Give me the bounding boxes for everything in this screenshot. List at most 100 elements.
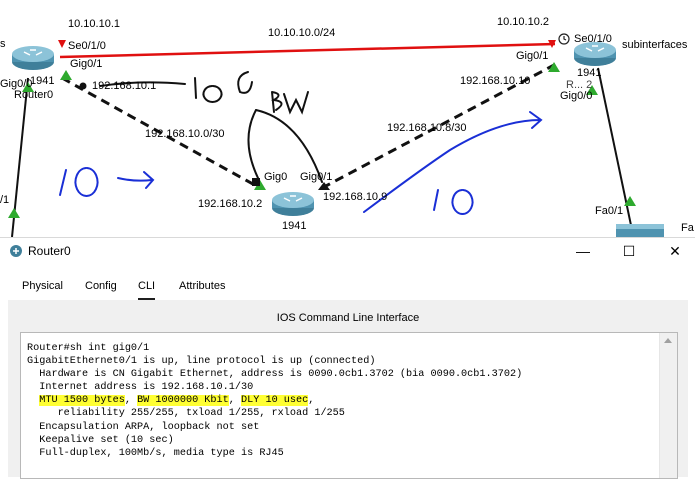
router0-model: 1941 xyxy=(30,75,55,87)
right-router-gig00-label: Gig0/0 xyxy=(560,90,593,102)
title-bar[interactable]: Router0 — ☐ ✕ xyxy=(0,238,695,264)
mid-router-port-right: Gig0/1 xyxy=(300,171,333,183)
mid-router-ip-left: 192.168.10.2 xyxy=(198,198,263,210)
right-router-model: 1941 xyxy=(577,67,602,79)
cli-line: Keepalive set (10 sec) xyxy=(27,434,174,446)
topology-canvas[interactable]: s 10.10.10.1 Se0/1/0 Gig0/1 Gig0/0 1941 … xyxy=(0,0,695,237)
port-indicator xyxy=(586,85,598,95)
port-indicator xyxy=(252,178,260,186)
ink-stroke xyxy=(433,189,439,211)
router-icon[interactable] xyxy=(270,190,316,218)
ink-stroke xyxy=(247,109,259,179)
minimize-button[interactable]: — xyxy=(576,243,590,259)
switch-port-label: Fa0/1 xyxy=(595,205,624,217)
packet-tracer-icon xyxy=(10,245,22,257)
port-indicator xyxy=(548,62,560,72)
cli-line: Router#sh int gig0/1 xyxy=(27,343,150,354)
cli-separator: , xyxy=(124,395,138,407)
router0-serial-ip: 10.10.10.1 xyxy=(68,18,120,30)
port-indicator xyxy=(60,70,72,80)
router0-serial-port: Se0/1/0 xyxy=(68,40,106,52)
cli-line: Internet address is 192.168.10.1/30 xyxy=(27,382,254,394)
serial-link xyxy=(59,42,556,59)
port-indicator xyxy=(624,196,636,206)
highlight-dly: DLY 10 usec xyxy=(241,395,309,407)
handwriting-annotations xyxy=(99,71,323,183)
cli-line: Hardware is CN Gigabit Ethernet, address… xyxy=(27,369,523,381)
ink-stroke xyxy=(59,169,67,196)
ink-annotation-bw: BW xyxy=(272,96,274,109)
ink-stroke xyxy=(271,91,283,113)
panel-title: IOS Command Line Interface xyxy=(276,312,420,324)
scroll-up-arrow-icon[interactable] xyxy=(664,338,672,343)
cli-console[interactable]: Router#sh int gig0/1 GigabitEthernet0/1 … xyxy=(20,332,678,479)
tab-bar: Physical Config CLI Attributes xyxy=(8,274,688,301)
right-router-serial-port: Se0/1/0 xyxy=(574,33,612,45)
right-router-gig01-label: Gig0/1 xyxy=(516,50,549,62)
tab-cli[interactable]: CLI xyxy=(138,280,156,300)
left-edge-port-label: /1 xyxy=(0,194,10,206)
ink-annotation-serial: 106 xyxy=(192,66,194,79)
right-network-label: 192.168.10.8/30 xyxy=(387,122,467,134)
router0-window: Router0 — ☐ ✕ Physical Config CLI Attrib… xyxy=(0,237,695,479)
ink-stroke xyxy=(237,71,253,94)
highlight-mtu: MTU 1500 bytes xyxy=(39,395,125,407)
ink-stroke xyxy=(363,111,543,213)
right-router-name: R... 2 xyxy=(566,79,593,91)
tab-physical[interactable]: Physical xyxy=(22,280,63,292)
cli-scrollbar[interactable] xyxy=(659,333,677,478)
switch-icon[interactable] xyxy=(616,224,664,237)
serial-network-label: 10.10.10.0/24 xyxy=(268,27,336,39)
ink-annotation-right: 10 xyxy=(436,192,437,205)
tab-attributes[interactable]: Attributes xyxy=(179,280,226,292)
close-button[interactable]: ✕ xyxy=(669,243,681,259)
mid-router-port-left: Gig0 xyxy=(264,171,288,183)
cli-line: Encapsulation ARPA, loopback not set xyxy=(27,421,260,433)
cli-panel: IOS Command Line Interface Router#sh int… xyxy=(8,300,688,479)
cli-line: GigabitEthernet0/1 is up, line protocol … xyxy=(27,356,376,368)
router-icon[interactable] xyxy=(572,40,618,68)
ink-stroke xyxy=(202,85,223,103)
port-indicator xyxy=(8,208,20,218)
cli-line: reliability 255/255, txload 1/255, rxloa… xyxy=(27,408,345,420)
router0-name: Router0 xyxy=(14,89,54,101)
port-indicator xyxy=(79,82,87,90)
highlight-bw: BW 1000000 Kbit xyxy=(137,395,229,407)
port-indicator xyxy=(318,182,330,190)
ink-annotation-left: 10 xyxy=(64,172,65,185)
left-edge-label: s xyxy=(0,38,6,50)
handwriting-blue xyxy=(59,111,543,215)
right-router-serial-ip: 10.10.10.2 xyxy=(497,16,549,28)
cli-separator: , xyxy=(308,395,315,407)
ink-stroke xyxy=(74,167,99,197)
far-right-label: Fa xyxy=(681,222,694,234)
serial-port-indicator xyxy=(58,40,66,48)
ink-stroke xyxy=(451,189,474,215)
cli-line: Full-duplex, 100Mb/s, media type is RJ45 xyxy=(27,447,284,459)
right-router-note: subinterfaces xyxy=(622,39,688,51)
cli-separator: , xyxy=(228,395,241,407)
ink-stroke xyxy=(99,81,186,87)
serial-port-indicator xyxy=(548,40,556,48)
ink-stroke xyxy=(255,109,323,183)
window-title: Router0 xyxy=(28,244,71,258)
topology-links xyxy=(8,40,636,237)
port-indicator xyxy=(22,82,34,92)
ink-stroke xyxy=(194,77,197,99)
cli-output[interactable]: Router#sh int gig0/1 GigabitEthernet0/1 … xyxy=(27,342,522,460)
right-router-lan-ip: 192.168.10.10 xyxy=(460,75,531,87)
ink-stroke xyxy=(283,91,309,115)
left-network-label: 192.168.10.0/30 xyxy=(145,128,225,140)
tab-config[interactable]: Config xyxy=(85,280,117,292)
router0-gig00-label: Gig0/0 xyxy=(0,78,33,90)
cli-line-indent xyxy=(27,395,39,406)
router0-gig01-label: Gig0/1 xyxy=(70,58,103,70)
mid-router-model: 1941 xyxy=(282,220,307,232)
ink-stroke xyxy=(117,171,155,189)
mid-router-ip-right: 192.168.10.9 xyxy=(323,191,388,203)
maximize-button[interactable]: ☐ xyxy=(622,243,636,259)
router0-lan-ip: 192.168.10.1 xyxy=(92,80,157,92)
router-icon[interactable] xyxy=(10,44,56,72)
clock-icon xyxy=(558,33,570,45)
link-router0-mid xyxy=(61,76,261,190)
